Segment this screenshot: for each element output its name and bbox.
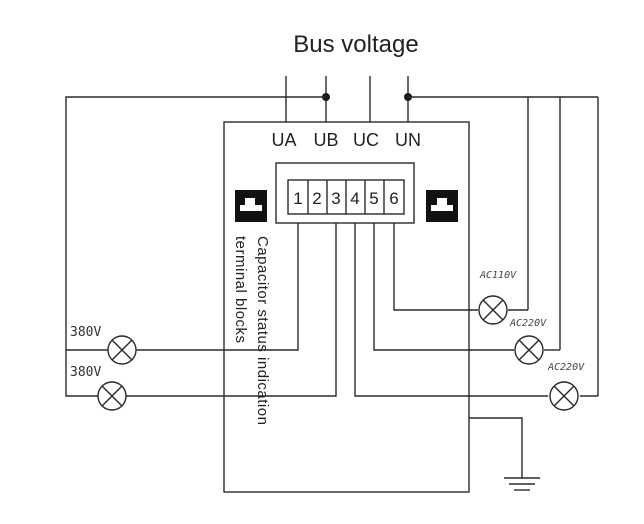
wire-terminal-5	[373, 223, 514, 351]
lamp-right-2-icon	[514, 335, 544, 365]
terminal-uc-label: UC	[353, 130, 379, 150]
lamp-right-1-icon	[478, 295, 508, 325]
ground-symbol-icon	[504, 477, 540, 491]
lamp-right-2-label: AC220V	[509, 318, 547, 329]
lamp-left-2-icon	[97, 381, 127, 411]
terminal-number-5: 5	[369, 189, 378, 208]
terminal-number-3: 3	[331, 189, 340, 208]
terminal-caption-line-2: terminal blocks	[232, 236, 249, 344]
terminal-number-6: 6	[389, 189, 398, 208]
ground-wire	[469, 417, 523, 478]
terminal-block-outer	[275, 162, 415, 224]
left-feed-wire	[65, 96, 326, 397]
lamp-right-1-label: AC110V	[479, 270, 517, 281]
lamp-right-3-label: AC220V	[547, 362, 585, 373]
wire-terminal-1	[136, 223, 299, 351]
lamp-right-3-icon	[549, 381, 579, 411]
lamp-left-1-icon	[107, 335, 137, 365]
mounting-clip-right-icon	[426, 190, 458, 222]
terminal-un-label: UN	[395, 130, 421, 150]
lamp-left-1-label: 380V	[70, 325, 101, 340]
terminal-ub-label: UB	[313, 130, 338, 150]
terminal-ua-label: UA	[271, 130, 296, 150]
lamp-left-2-label: 380V	[70, 365, 101, 380]
wire-terminal-4	[354, 223, 548, 397]
terminal-number-1: 1	[293, 189, 302, 208]
mounting-clip-left-icon	[235, 190, 267, 222]
wire-terminal-3	[126, 223, 337, 397]
terminal-caption-line-1: Capacitor status indication	[254, 236, 271, 425]
device-enclosure	[223, 121, 470, 493]
wire-terminal-6	[393, 223, 478, 311]
terminal-number-4: 4	[350, 189, 359, 208]
terminal-number-2: 2	[312, 189, 321, 208]
diagram-title: Bus voltage	[293, 31, 418, 58]
